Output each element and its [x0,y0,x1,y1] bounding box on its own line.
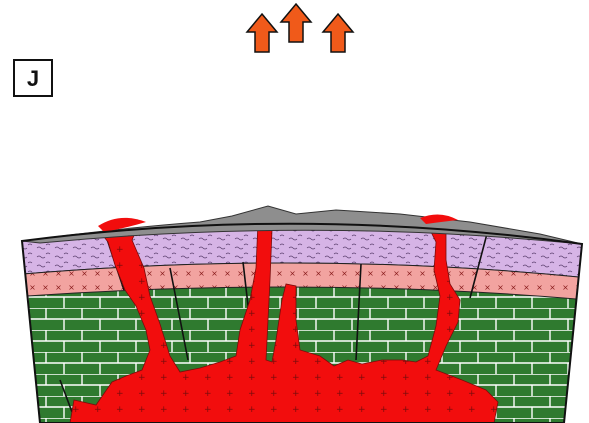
panel-label-box: J [14,60,52,96]
uplift-arrows [247,4,353,52]
crust-block [0,214,589,423]
panel-label: J [27,66,39,91]
uplift-arrow-icon [247,14,277,52]
uplift-arrow-icon [281,4,311,42]
uplift-arrow-icon [323,14,353,52]
